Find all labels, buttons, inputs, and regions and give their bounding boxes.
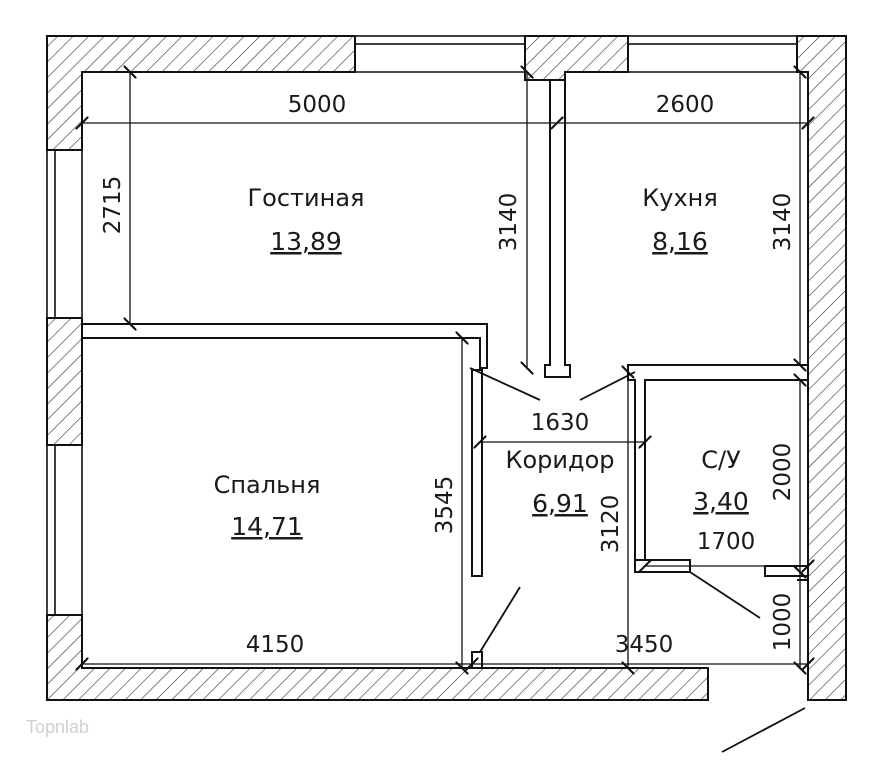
room-name-kitchen: Кухня (642, 184, 718, 212)
room-area-bedroom: 14,71 (231, 512, 303, 541)
dim-corridor-depth: 3120 (598, 495, 624, 554)
dim-bathroom-depth: 2000 (770, 443, 796, 502)
dim-kitchen-depth: 3140 (770, 193, 796, 252)
windows (46, 35, 798, 616)
room-name-corridor: Коридор (505, 446, 614, 474)
room-name-living: Гостиная (248, 184, 365, 212)
dim-living-depth: 2715 (100, 176, 126, 235)
room-area-living: 13,89 (270, 227, 342, 256)
dim-bedroom-depth: 3545 (432, 476, 458, 535)
dim-entrance-width: 1000 (770, 593, 796, 652)
room-area-kitchen: 8,16 (652, 227, 708, 256)
dim-living-width: 5000 (288, 92, 347, 118)
exterior-walls (46, 35, 847, 701)
dim-bedroom-width: 4150 (246, 632, 305, 658)
room-name-bathroom: С/У (701, 446, 741, 474)
dim-kitchen-width: 2600 (656, 92, 715, 118)
room-area-bathroom: 3,40 (693, 487, 749, 516)
watermark: Topnlab (26, 717, 89, 737)
dim-corridor-length: 3450 (615, 632, 674, 658)
dim-bathroom-width: 1700 (697, 529, 756, 555)
dim-living-depth-right: 3140 (496, 193, 522, 252)
room-area-corridor: 6,91 (532, 489, 588, 518)
room-name-bedroom: Спальня (214, 471, 321, 499)
interior-walls (81, 79, 809, 669)
dimension-lines (82, 72, 808, 668)
dim-corridor-width: 1630 (531, 410, 590, 436)
